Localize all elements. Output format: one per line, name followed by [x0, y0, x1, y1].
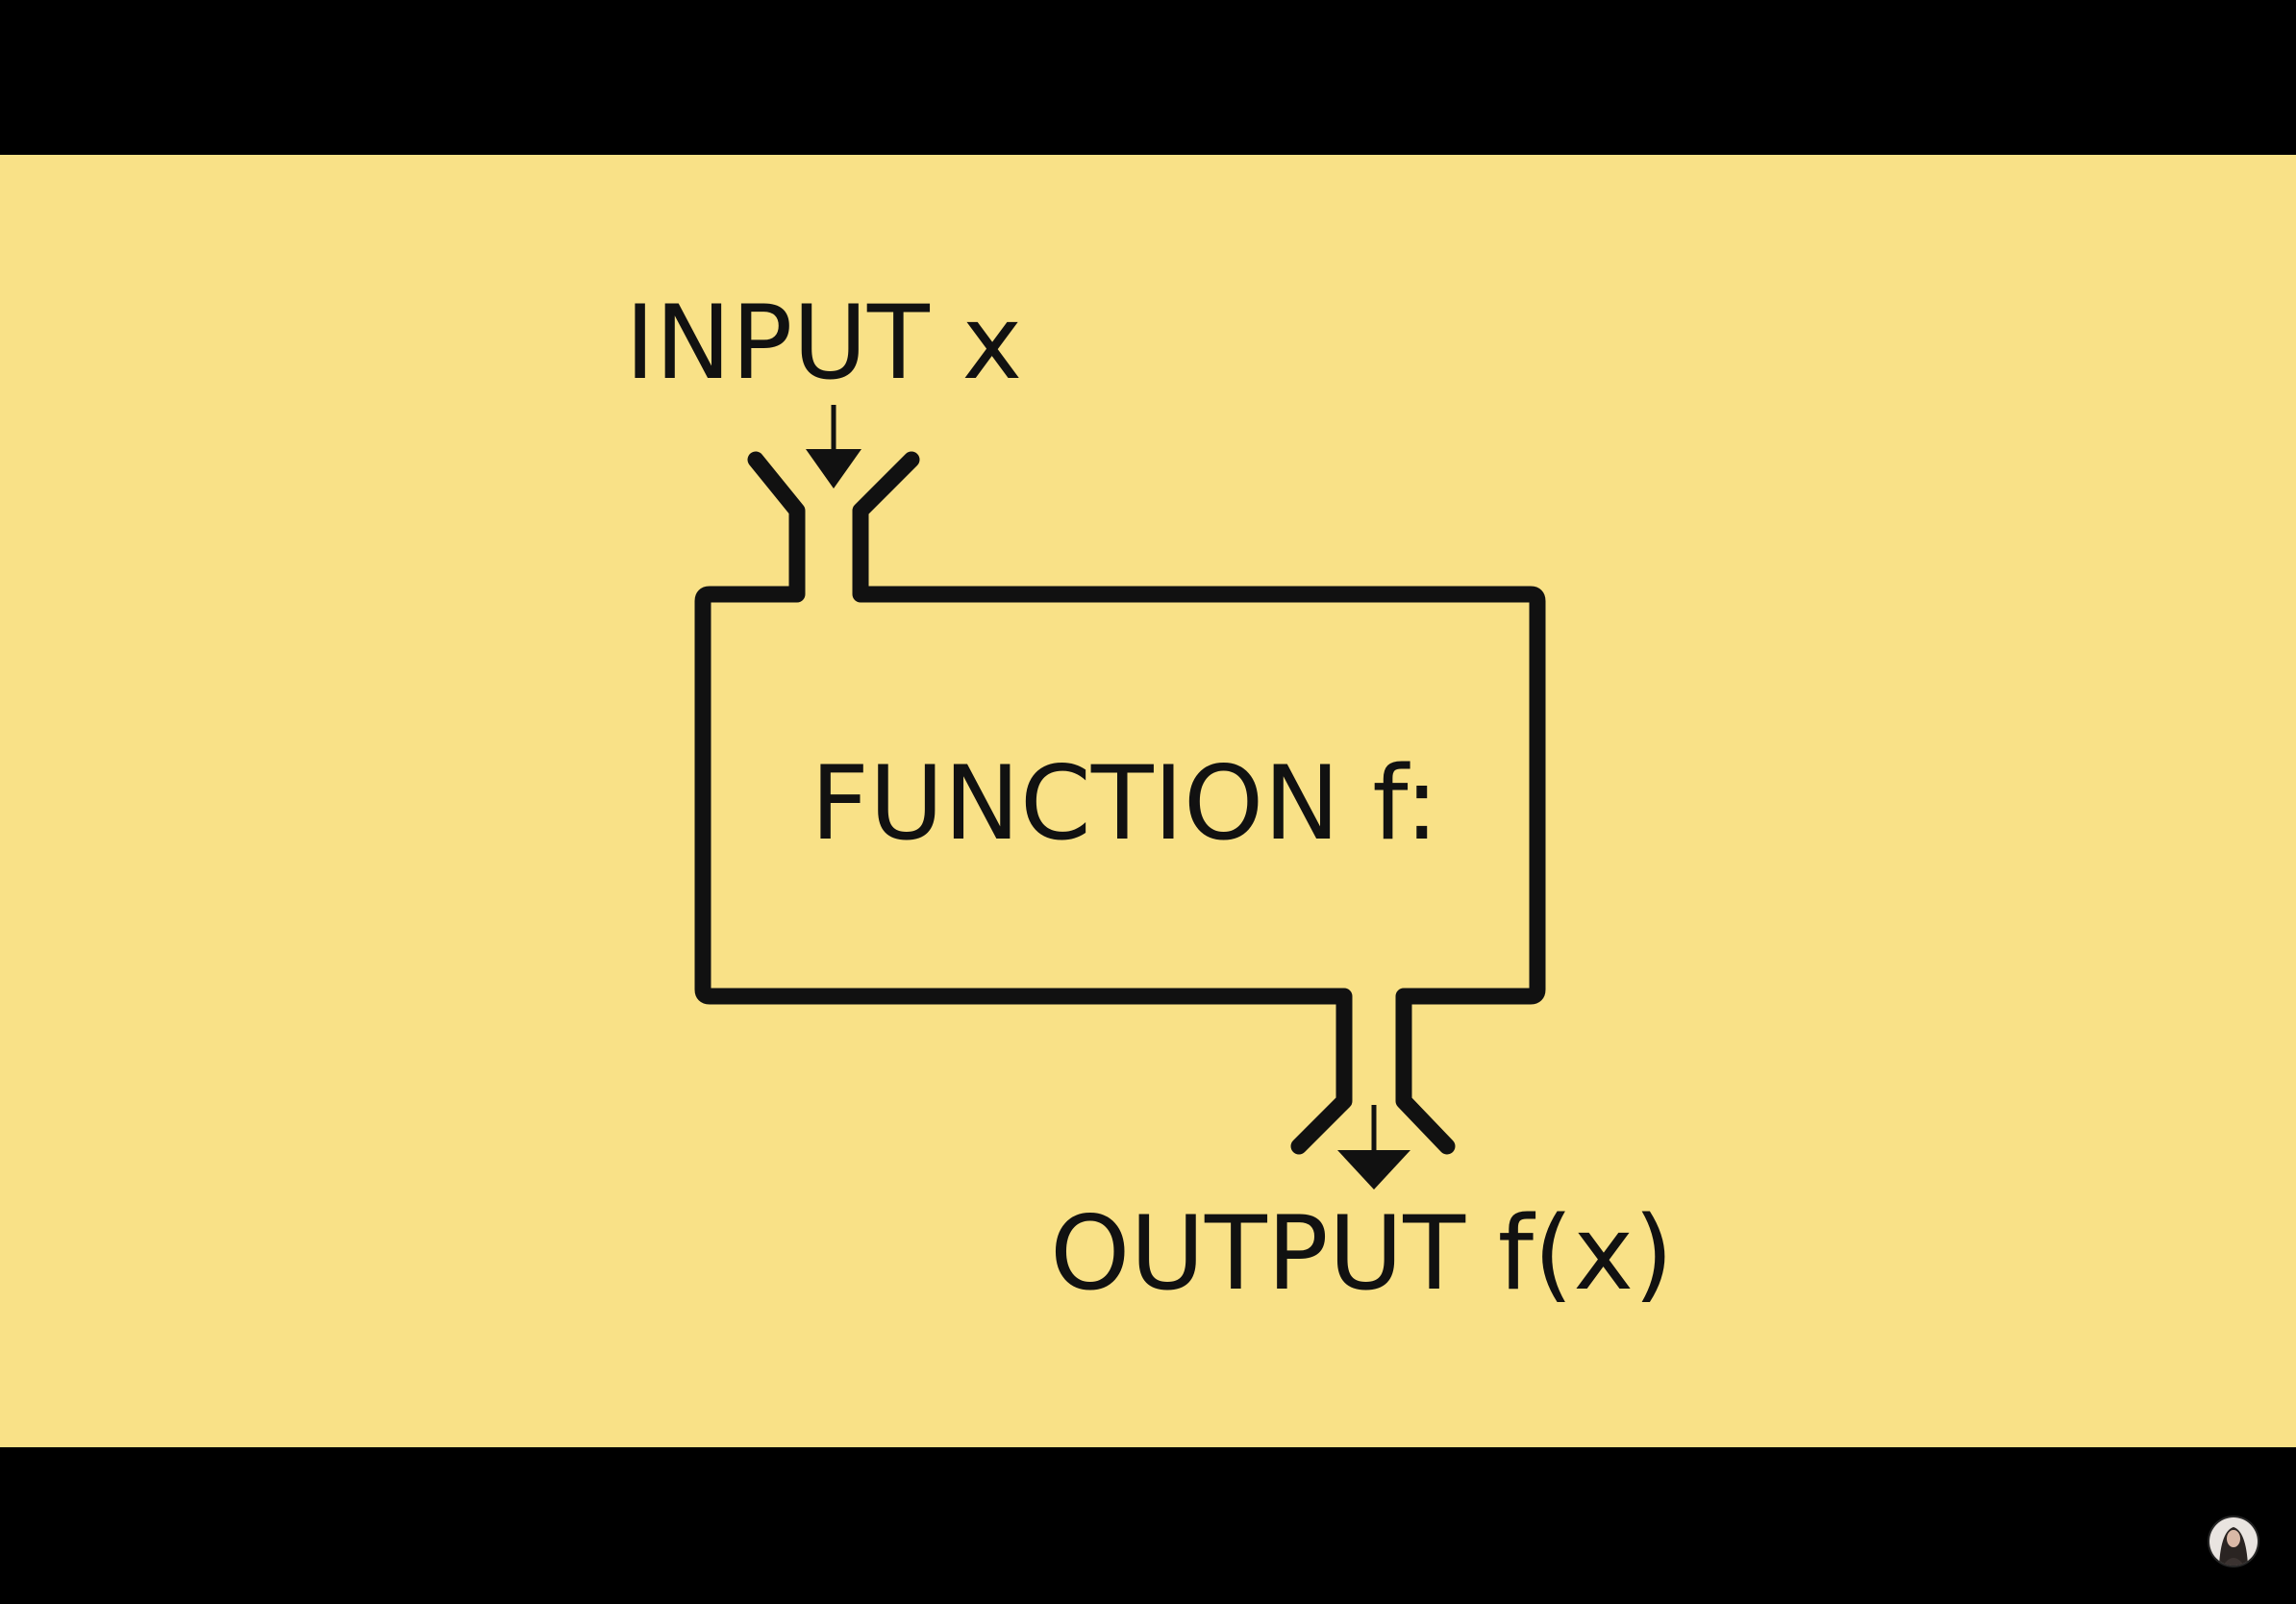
- function-machine-diagram: INPUT x FUNCTION f: OUTPUT f(x): [0, 155, 2296, 1447]
- letterbox-bottom: [0, 1447, 2296, 1604]
- avatar-icon[interactable]: [2209, 1517, 2258, 1566]
- input-label: INPUT x: [625, 284, 1022, 402]
- output-arrow-icon: [1337, 1105, 1410, 1190]
- function-label: FUNCTION f:: [811, 744, 1439, 863]
- input-arrow-icon: [806, 405, 861, 489]
- letterbox-top: [0, 0, 2296, 155]
- slide-background: [0, 155, 2296, 1447]
- function-machine-outline: [694, 451, 1546, 1155]
- output-label: OUTPUT f(x): [1050, 1194, 1673, 1313]
- function-machine-slide: INPUT x FUNCTION f: OUTPUT f(x): [0, 155, 2296, 1447]
